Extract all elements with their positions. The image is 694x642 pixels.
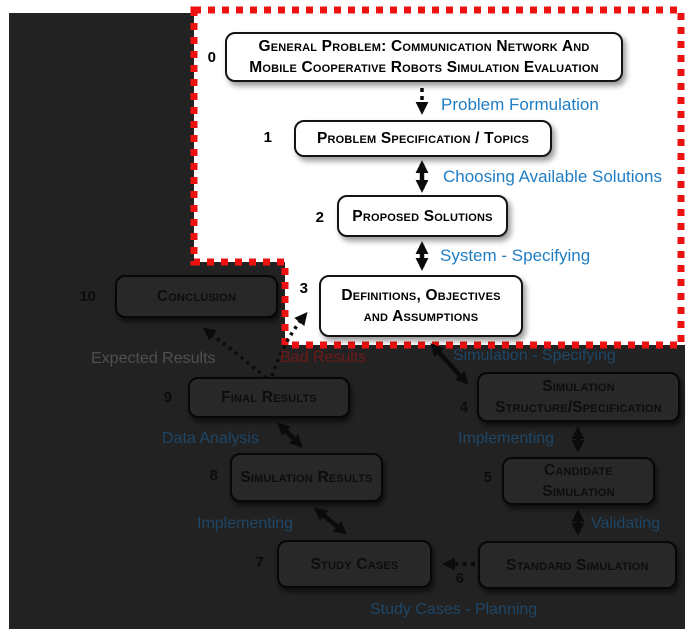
- edge-label-study-cases-planning: Study Cases - Planning: [370, 601, 538, 618]
- edge-label-data-analysis: Data Analysis: [162, 430, 259, 447]
- step-number-0: 0: [207, 49, 216, 66]
- flow-box-general-problem: General Problem: Communication Network A…: [225, 32, 623, 82]
- step-number-7: 7: [255, 554, 264, 571]
- edge-label-simulation-specifying: Simulation - Specifying: [453, 347, 616, 364]
- edge-label-validating: Validating: [591, 515, 661, 532]
- step-number-8: 8: [209, 467, 218, 484]
- flow-box-proposed-solutions: Proposed Solutions: [337, 195, 508, 237]
- flow-box-simulation-results: Simulation Results: [230, 453, 383, 502]
- step-number-5: 5: [483, 469, 492, 486]
- step-number-10: 10: [79, 288, 96, 305]
- step-number-2: 2: [315, 209, 324, 226]
- flow-box-final-results: Final Results: [188, 377, 350, 418]
- flow-box-label: Final Results: [221, 389, 317, 406]
- flow-box-standard-simulation: Standard Simulation: [478, 541, 677, 589]
- flow-box-problem-specification: Problem Specification / Topics: [294, 120, 552, 157]
- edge-label-problem-formulation: Problem Formulation: [441, 95, 599, 114]
- flow-box-label: Definitions, Objectives and Assumptions: [341, 287, 501, 325]
- step-number-4: 4: [459, 399, 468, 416]
- step-number-1: 1: [263, 129, 272, 146]
- edge-label-bad-results: Bad Results: [280, 349, 367, 366]
- flow-box-study-cases: Study Cases: [277, 540, 432, 588]
- edge-label-implementing-left: Implementing: [197, 515, 294, 532]
- edge-label-expected-results: Expected Results: [91, 350, 216, 367]
- flow-box-label: General Problem: Communication Network A…: [249, 38, 599, 76]
- flow-box-label: Conclusion: [156, 288, 237, 305]
- flow-box-label: Simulation Results: [240, 469, 373, 486]
- edge-label-system-specifying: System - Specifying: [440, 246, 591, 265]
- flow-box-simulation-structure: Simulation Structure/Specification: [477, 372, 680, 422]
- flow-box-label: Standard Simulation: [506, 556, 649, 574]
- step-number-9: 9: [163, 389, 172, 406]
- flow-box-label: Proposed Solutions: [352, 207, 493, 225]
- step-number-6: 6: [455, 570, 464, 587]
- flow-box-label: Simulation Structure/Specification: [495, 378, 662, 416]
- edge-label-choosing-solutions: Choosing Available Solutions: [443, 167, 662, 186]
- flow-box-label: Problem Specification / Topics: [316, 130, 530, 147]
- flow-box-definitions-objectives: Definitions, Objectives and Assumptions: [319, 275, 523, 337]
- flow-box-candidate-simulation: Candidate Simulation: [502, 457, 655, 505]
- flow-box-label: Candidate Simulation: [542, 462, 615, 500]
- edge-label-implementing-right: Implementing: [458, 430, 555, 447]
- flow-box-label: Study Cases: [310, 555, 399, 573]
- step-number-3: 3: [299, 280, 308, 297]
- flow-box-conclusion: Conclusion: [115, 275, 278, 318]
